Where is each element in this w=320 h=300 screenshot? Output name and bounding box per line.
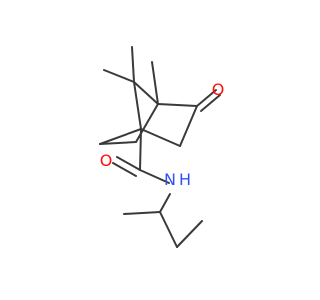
bond-c1-c6 (99, 128, 142, 145)
bond-ch2-ch3 (176, 220, 203, 248)
bond-ch-methyl (123, 211, 161, 215)
bond-c1-c7 (133, 81, 142, 130)
molecule-structure: O O N H (99, 46, 225, 248)
bond-c3-o-ketone-b (200, 94, 221, 112)
bond-carbonyl-o-a (116, 156, 141, 171)
bond-c3-c4 (157, 103, 198, 107)
ketone-oxygen-label: O (212, 80, 225, 99)
amide-hydrogen-label: H (179, 170, 191, 189)
bond-c2-c3 (179, 105, 198, 147)
amide-oxygen-label: O (100, 151, 113, 170)
bond-c4-methyl (151, 61, 159, 105)
bond-c4-c5 (135, 103, 159, 143)
bond-c1-c2 (140, 128, 181, 147)
bond-c4-c7 (133, 81, 159, 105)
bond-c3-o-ketone-a (196, 89, 217, 107)
bond-c1-carbonyl (139, 128, 142, 171)
bond-c7-methyl-right (131, 46, 135, 83)
bond-n-ch (159, 193, 171, 213)
structure-canvas: O O N H (99, 46, 225, 248)
bond-ch-ch2 (159, 211, 178, 248)
bond-c7-methyl-left (103, 69, 135, 83)
bond-carbonyl-n (139, 169, 170, 184)
bond-carbonyl-o-b (112, 162, 137, 177)
amide-nitrogen-label: N (164, 170, 176, 189)
bond-c5-c6 (99, 141, 137, 145)
